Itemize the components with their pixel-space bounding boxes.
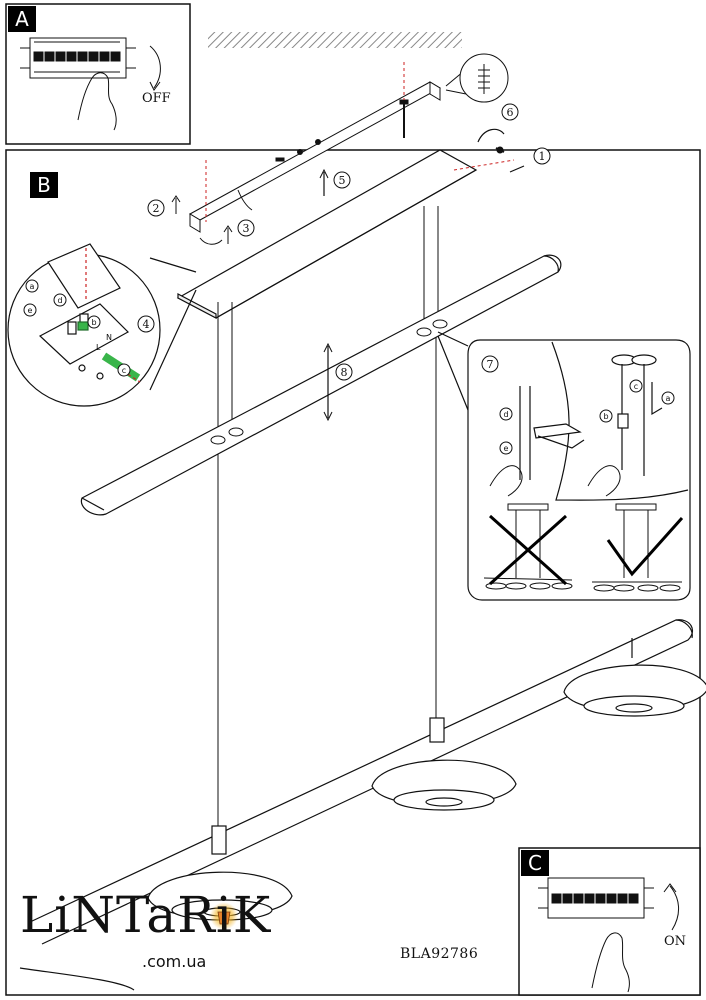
diffuser-bar-lower xyxy=(29,619,693,945)
arrow-step-2-head xyxy=(171,195,181,203)
step-4-label: 4 xyxy=(143,318,150,331)
mounting-bracket xyxy=(188,81,442,233)
panel-b-letter: B xyxy=(30,172,58,198)
pendant-lamp-middle xyxy=(371,717,517,811)
correct-example xyxy=(592,503,682,592)
step-8-label: 8 xyxy=(341,366,348,379)
arrow-step-5-head xyxy=(319,168,329,179)
canopy xyxy=(176,149,478,319)
ceiling-hatch xyxy=(208,32,462,48)
substep-c-callout-4: c xyxy=(122,366,126,375)
pendant-lamp-right xyxy=(563,638,706,717)
check-mark-icon xyxy=(606,517,684,577)
screw-callout xyxy=(445,53,509,103)
step-1-label: 1 xyxy=(539,150,546,163)
substep-a-callout-7: a xyxy=(666,394,671,403)
step-circles xyxy=(137,103,551,381)
pendant-lamp-partial xyxy=(19,967,135,991)
wire-label-neutral: N xyxy=(106,333,112,342)
wrong-cross-icon xyxy=(488,514,568,586)
substep-d-callout-4: d xyxy=(57,296,62,305)
on-label: ON xyxy=(664,934,687,949)
height-adjust-callout xyxy=(437,331,691,601)
substep-d-callout-7: d xyxy=(503,410,508,419)
ceiling-connectors-upper xyxy=(210,319,448,445)
hand-right-callout-7 xyxy=(587,465,621,497)
step-2-label: 2 xyxy=(153,202,160,215)
model-code: BLA92786 xyxy=(400,946,479,962)
arrow-step-8-head-down xyxy=(323,411,333,422)
step-6-label: 6 xyxy=(507,106,514,119)
panel-a-frame xyxy=(5,3,191,145)
wire-label-live: L xyxy=(96,343,101,352)
substep-circles xyxy=(23,279,675,455)
wrong-example xyxy=(483,503,573,590)
brand-logo: LiNTaRiK xyxy=(20,886,272,944)
panel-c-frame xyxy=(518,847,701,996)
breaker-panel-a-illustration xyxy=(20,37,161,131)
panel-c-letter: C xyxy=(521,850,549,876)
substep-a-callout-4: a xyxy=(30,282,35,291)
substep-e-callout-4: e xyxy=(28,306,33,315)
arrow-step-8-head-up xyxy=(323,342,333,353)
lamp-bulb-icon xyxy=(217,911,231,925)
rotate-arrow-step-3 xyxy=(199,237,223,245)
canopy-side-screw xyxy=(453,146,515,171)
suspension-wires xyxy=(217,206,439,826)
step-3-label: 3 xyxy=(243,222,250,235)
pendant-lamp-left xyxy=(147,825,293,921)
substep-b-callout-4: b xyxy=(91,318,96,327)
breaker-panel-c-illustration xyxy=(538,877,679,993)
arrow-step-3-head xyxy=(223,225,233,233)
arrow-step-1 xyxy=(509,165,525,173)
substep-c-callout-7: c xyxy=(634,382,638,391)
substep-e-callout-7: e xyxy=(504,444,509,453)
panel-a-letter: A xyxy=(8,6,36,32)
off-label: OFF xyxy=(142,91,171,106)
rotate-arrow-step-6 xyxy=(477,128,505,143)
wiring-callout xyxy=(7,243,197,407)
panel-b-frame xyxy=(5,149,701,996)
step-7-label: 7 xyxy=(487,358,494,371)
substep-b-callout-7: b xyxy=(603,412,608,421)
brand-domain: .com.ua xyxy=(142,952,207,971)
hand-left-callout-7 xyxy=(489,465,523,497)
step-5-label: 5 xyxy=(339,174,346,187)
